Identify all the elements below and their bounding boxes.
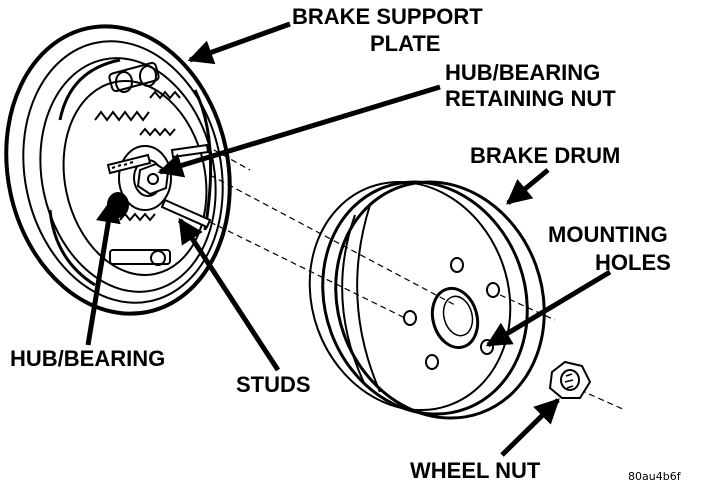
label-brake-support-plate-2: PLATE bbox=[370, 31, 440, 56]
brake-support-plate bbox=[4, 24, 232, 316]
callout-arrows bbox=[85, 21, 612, 457]
label-retaining-nut-2: RETAINING NUT bbox=[445, 86, 616, 111]
label-brake-support-plate-1: BRAKE SUPPORT bbox=[292, 4, 483, 29]
arrow-studs bbox=[177, 217, 281, 372]
arrow-mounting-holes bbox=[485, 269, 612, 348]
brake-drum bbox=[308, 180, 546, 420]
label-wheel-nut: WHEEL NUT bbox=[410, 458, 541, 483]
arrow-brake-drum bbox=[506, 168, 550, 205]
arrow-wheel-nut bbox=[500, 398, 560, 457]
arrow-brake-support-plate bbox=[187, 21, 291, 65]
figure-code: 80au4b6f bbox=[628, 470, 682, 483]
label-brake-drum: BRAKE DRUM bbox=[470, 143, 620, 168]
label-mounting-holes-1: MOUNTING bbox=[548, 222, 668, 247]
arrow-retaining-nut bbox=[157, 84, 441, 178]
wheel-nut bbox=[548, 360, 592, 399]
label-retaining-nut-1: HUB/BEARING bbox=[445, 60, 600, 85]
label-hub-bearing: HUB/BEARING bbox=[10, 346, 165, 371]
label-mounting-holes-2: HOLES bbox=[595, 250, 671, 275]
mounting-holes bbox=[403, 257, 500, 370]
arrow-hub-bearing bbox=[85, 197, 121, 346]
label-studs: STUDS bbox=[236, 372, 311, 397]
